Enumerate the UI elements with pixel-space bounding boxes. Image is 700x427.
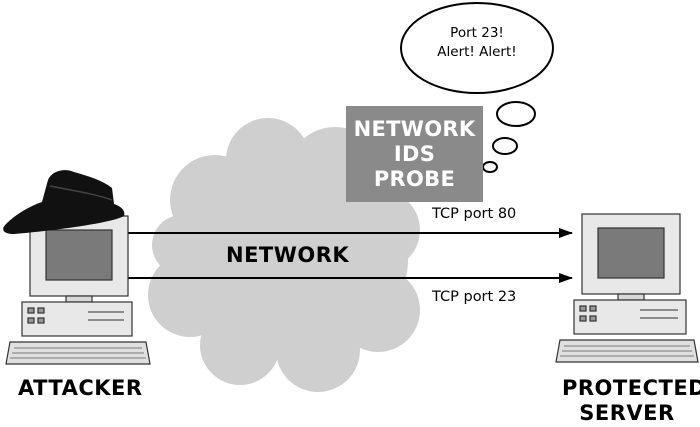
bubble-line-1: Port 23! (450, 25, 504, 41)
thought-bubble (400, 2, 554, 173)
attacker-label: ATTACKER (18, 376, 143, 400)
server-label: PROTECTED SERVER (562, 376, 700, 426)
attacker-computer (5, 215, 151, 365)
attacker-hat-icon (3, 170, 125, 234)
server-label-line-1: PROTECTED (562, 376, 700, 400)
bubble-line-2: Alert! Alert! (437, 44, 517, 60)
port-80-label: TCP port 80 (432, 206, 517, 222)
connection-arrows (128, 228, 573, 283)
network-label: NETWORK (226, 243, 350, 267)
server-computer (555, 213, 699, 363)
ids-probe-box: NETWORK IDS PROBE (346, 106, 483, 202)
probe-line-3: PROBE (373, 166, 456, 191)
probe-line-1: NETWORK (353, 116, 476, 141)
alert-thought-text: Port 23! Alert! Alert! (402, 24, 552, 62)
server-label-line-2: SERVER (579, 401, 675, 425)
probe-line-2: IDS (393, 141, 436, 166)
network-cloud (148, 118, 420, 392)
port-23-label: TCP port 23 (432, 289, 517, 305)
